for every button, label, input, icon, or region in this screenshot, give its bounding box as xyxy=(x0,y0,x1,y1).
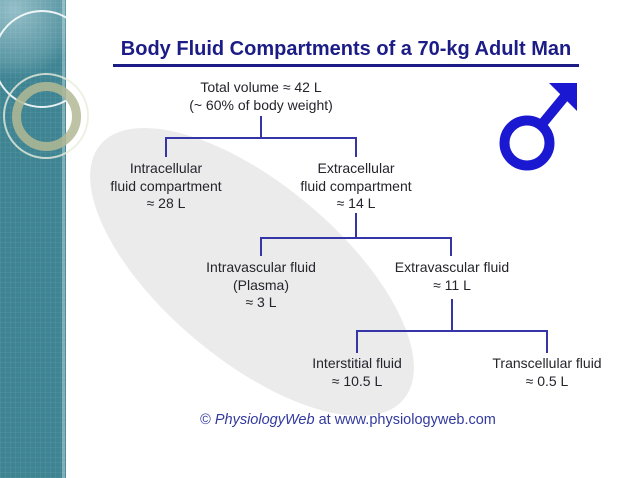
node-total-volume: Total volume ≈ 42 L (~ 60% of body weigh… xyxy=(189,79,333,114)
node-line: Interstitial fluid xyxy=(312,355,402,371)
connector-bracket-level3 xyxy=(356,330,548,353)
connector-stem-extravascular xyxy=(451,299,453,330)
node-line: ≈ 28 L xyxy=(146,195,186,211)
credit-prefix: © xyxy=(200,412,215,428)
connector-bracket-level2 xyxy=(260,237,452,256)
node-line: ≈ 0.5 L xyxy=(525,372,569,389)
slide-title: Body Fluid Compartments of a 70-kg Adult… xyxy=(113,38,579,67)
node-line: Extracellular xyxy=(317,160,395,176)
node-line: ≈ 3 L xyxy=(245,294,277,310)
node-line: Intravascular fluid xyxy=(206,259,316,275)
credit-suffix: at www.physiologyweb.com xyxy=(314,412,496,428)
node-extracellular: Extracellular fluid compartment ≈ 14 L xyxy=(300,160,411,213)
credit-brand: PhysiologyWeb xyxy=(214,412,315,428)
node-line: (Plasma) xyxy=(232,276,289,293)
copyright-credit: © PhysiologyWeb at www.physiologyweb.com xyxy=(200,412,496,428)
node-line: ≈ 14 L xyxy=(336,195,376,211)
connector-stem-extracellular xyxy=(355,213,357,237)
node-line: Extravascular fluid xyxy=(394,259,510,275)
circle-ring-thin-decoration xyxy=(3,73,89,159)
node-line: Transcellular fluid xyxy=(492,355,602,371)
node-line: Total volume ≈ 42 L xyxy=(200,79,322,95)
node-intravascular: Intravascular fluid (Plasma) ≈ 3 L xyxy=(206,259,316,312)
node-line: ≈ 11 L xyxy=(433,276,471,293)
node-line: fluid compartment xyxy=(300,177,412,194)
node-line: Intracellular xyxy=(129,160,203,176)
connector-stem-total xyxy=(260,116,262,137)
circle-ring-sage-decoration xyxy=(12,82,81,151)
sidebar-edge-highlight xyxy=(62,0,65,478)
node-interstitial: Interstitial fluid ≈ 10.5 L xyxy=(312,355,401,390)
node-intracellular: Intracellular fluid compartment ≈ 28 L xyxy=(110,160,221,213)
node-line: ≈ 10.5 L xyxy=(331,372,383,389)
male-gender-icon xyxy=(499,83,577,171)
node-line: (~ 60% of body weight) xyxy=(189,96,333,113)
connector-bracket-level1 xyxy=(165,137,357,157)
node-extravascular: Extravascular fluid ≈ 11 L xyxy=(395,259,509,294)
node-transcellular: Transcellular fluid ≈ 0.5 L xyxy=(492,355,601,390)
node-line: fluid compartment xyxy=(110,177,222,194)
